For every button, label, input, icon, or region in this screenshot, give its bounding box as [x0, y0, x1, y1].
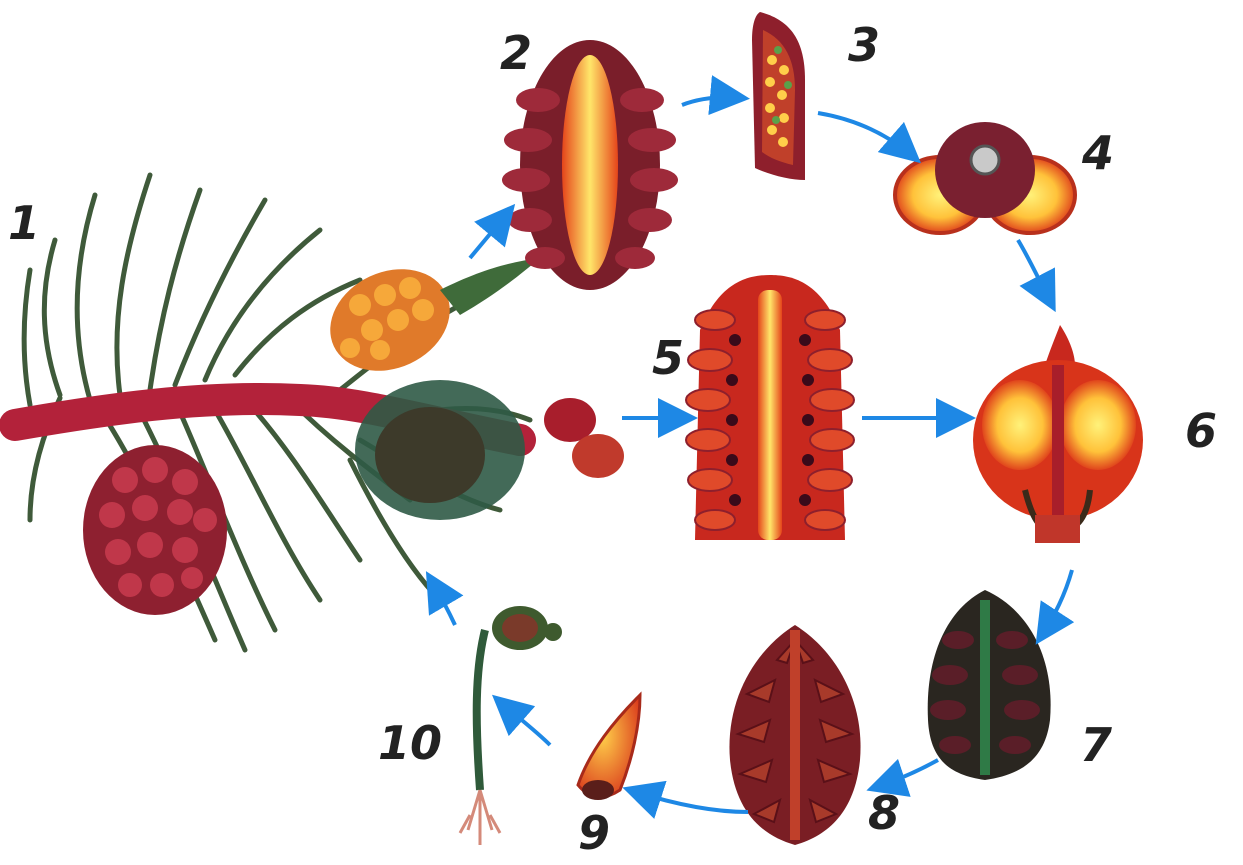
- ovule-on-scale: [973, 325, 1143, 543]
- young-seed-cone-shoot-core: [375, 407, 485, 503]
- stage-label-5: 5: [652, 335, 684, 381]
- arrow-10-to-1: [430, 578, 455, 625]
- stage-label-9: 9: [578, 810, 610, 856]
- stage-label-1: 1: [8, 200, 40, 246]
- arrow-6-to-7: [1040, 570, 1072, 638]
- winged-seed: [578, 695, 640, 800]
- seedling: [460, 606, 562, 845]
- stage-label-8: 8: [868, 790, 900, 836]
- small-cone-b: [572, 434, 624, 478]
- stage-label-3: 3: [848, 22, 880, 68]
- stage-label-10: 10: [378, 720, 442, 766]
- small-cone-a: [544, 398, 596, 442]
- pine-branch: [15, 175, 624, 650]
- arrow-9-to-10: [498, 700, 550, 745]
- arrow-4-to-6: [1018, 240, 1052, 305]
- stage-label-4: 4: [1082, 130, 1114, 176]
- pollen-grain: [895, 122, 1075, 233]
- female-cone-section: [686, 275, 854, 540]
- arrow-3-to-4: [818, 113, 915, 158]
- fertilized-green-cone: [928, 590, 1051, 780]
- stage-label-6: 6: [1185, 408, 1217, 454]
- arrow-8-to-9: [630, 790, 748, 812]
- mature-open-cone: [729, 625, 860, 845]
- arrow-7-to-8: [874, 760, 938, 788]
- mature-cone: [83, 445, 227, 615]
- stage-label-7: 7: [1080, 722, 1112, 768]
- pollen-cone: [314, 250, 540, 389]
- arrow-2-to-3: [682, 97, 742, 105]
- microsporangium: [752, 12, 805, 180]
- arrow-1-to-2: [470, 210, 510, 258]
- stage-label-2: 2: [500, 30, 532, 76]
